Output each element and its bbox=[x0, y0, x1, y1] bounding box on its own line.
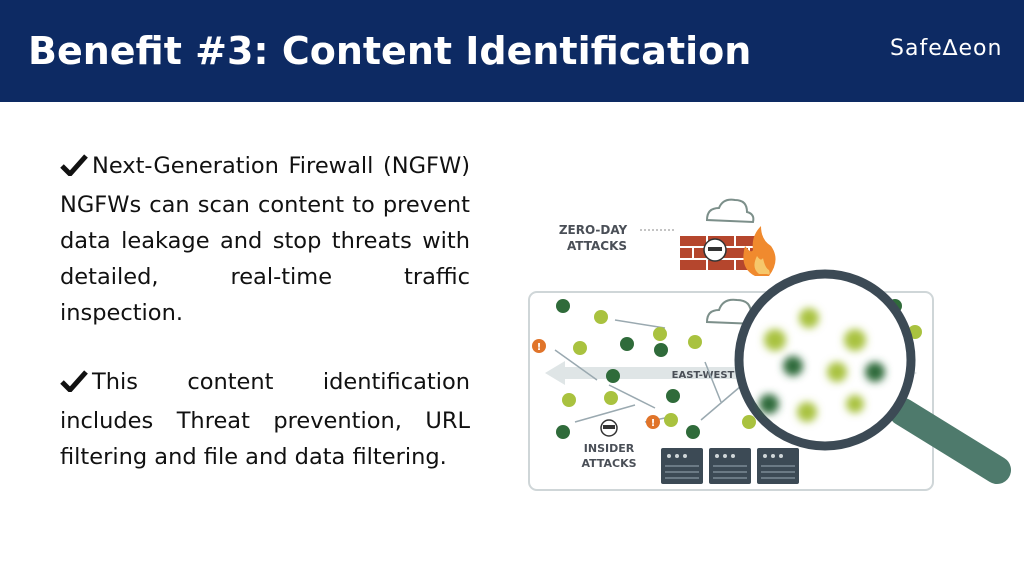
svg-text:!: ! bbox=[537, 342, 542, 353]
slide-title: Benefit #3: Content Identification bbox=[28, 29, 752, 73]
alert-icon-2: ! bbox=[646, 415, 660, 429]
svg-text:!: ! bbox=[651, 418, 656, 429]
checkmark-icon bbox=[60, 151, 90, 187]
zero-day-label-2: ATTACKS bbox=[567, 239, 627, 253]
bullet-text: This content identification includes Thr… bbox=[60, 369, 470, 470]
alert-icon: ! bbox=[532, 339, 546, 353]
cloud-icon bbox=[705, 198, 755, 224]
fire-icon bbox=[743, 226, 776, 276]
svg-text:EAST-WEST: EAST-WEST bbox=[672, 370, 735, 381]
insider-icon bbox=[600, 419, 618, 437]
insider-attacks-label-2: ATTACKS bbox=[581, 457, 636, 470]
bullet-ngfw: Next-Generation Firewall (NGFW) NGFWs ca… bbox=[60, 148, 470, 331]
insider-attacks-label: INSIDER bbox=[584, 442, 635, 455]
checkmark-icon bbox=[60, 367, 90, 403]
network-security-illustration: ZERO-DAY ATTACKS EAST-WEST bbox=[528, 198, 1011, 491]
bullet-text: Next-Generation Firewall (NGFW) NGFWs ca… bbox=[60, 153, 470, 326]
network-nodes bbox=[556, 299, 922, 439]
magnifier-icon bbox=[734, 269, 1011, 484]
zero-day-label: ZERO-DAY bbox=[559, 223, 628, 237]
bullet-content-identification: This content identification includes Thr… bbox=[60, 364, 470, 475]
server-rack-icon bbox=[661, 448, 799, 484]
title-bar: Benefit #3: Content Identification Safe∆… bbox=[0, 0, 1024, 102]
safeaeon-logo: Safe∆eon bbox=[890, 36, 1003, 61]
